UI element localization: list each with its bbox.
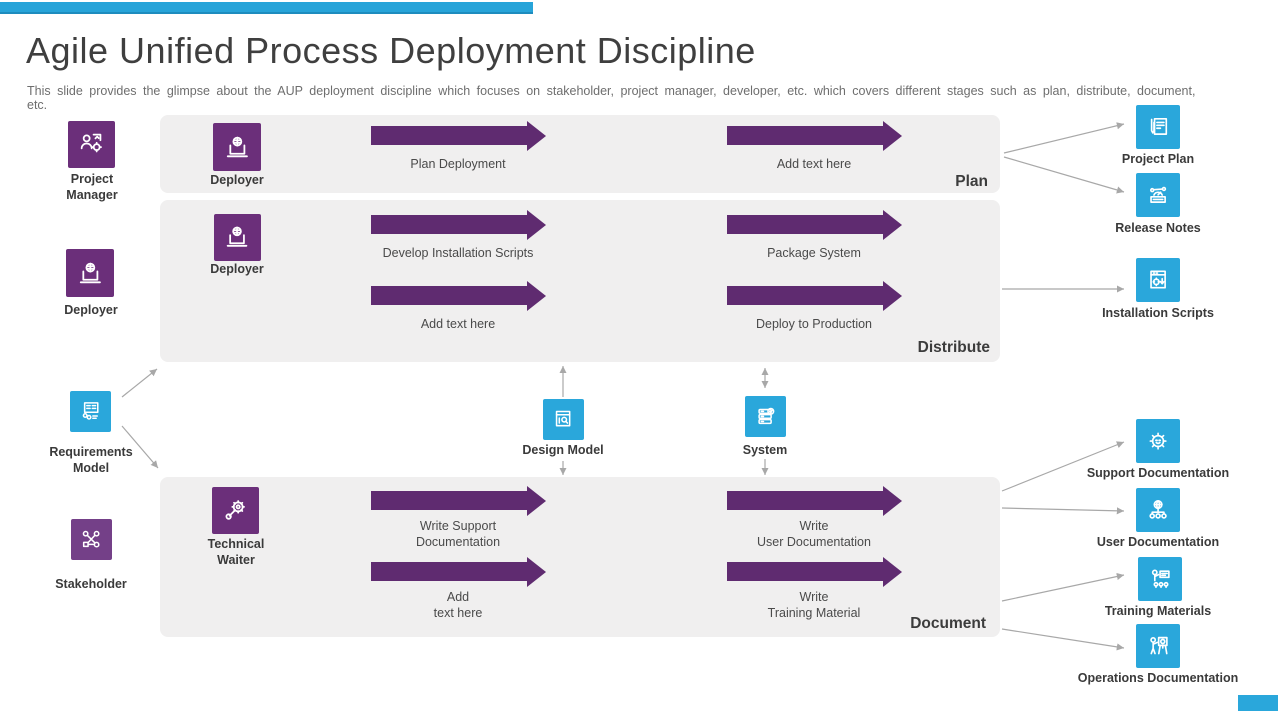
arrow-document-to-user-doc <box>1001 507 1125 515</box>
actor-label-deployer: Deployer <box>64 303 118 317</box>
project-plan-icon <box>1136 105 1180 149</box>
arrow-plan-to-project-plan <box>1003 122 1125 154</box>
page-subtitle: This slide provides the glimpse about th… <box>27 84 1196 112</box>
arrow-document-to-training-materials <box>1001 572 1125 602</box>
lane-actor-label: Deployer <box>210 173 264 187</box>
user-documentation-icon <box>1136 488 1180 532</box>
lane-actor-label: Deployer <box>210 262 264 276</box>
task-label: Plan Deployment <box>410 157 506 171</box>
output-label-training-materials: Training Materials <box>1104 604 1212 618</box>
task-arrow-add-text <box>371 557 546 587</box>
system-icon <box>745 396 786 437</box>
task-label: Add text here <box>420 317 496 331</box>
arrow-reqmodel-to-distribute <box>121 368 158 398</box>
support-documentation-icon <box>1136 419 1180 463</box>
output-label-project-plan: Project Plan <box>1121 152 1195 166</box>
task-label: Write Support Documentation <box>415 519 501 549</box>
release-notes-icon <box>1136 173 1180 217</box>
output-label-user-documentation: User Documentation <box>1096 535 1220 549</box>
task-label: Package System <box>767 246 861 260</box>
technical-waiter-icon <box>212 487 259 534</box>
task-label: Develop Installation Scripts <box>382 246 534 260</box>
operations-documentation-icon <box>1136 624 1180 668</box>
node-label-system: System <box>742 443 788 457</box>
task-label: Deploy to Production <box>755 317 873 331</box>
installation-scripts-icon <box>1136 258 1180 302</box>
design-model-icon <box>543 399 584 440</box>
task-label: Add text here <box>776 157 852 171</box>
output-label-installation-scripts: Installation Scripts <box>1102 306 1214 320</box>
output-label-release-notes: Release Notes <box>1115 221 1201 235</box>
output-label-support-documentation: Support Documentation <box>1086 466 1230 480</box>
stage-label-document: Document <box>910 615 986 632</box>
task-arrow-add-text <box>371 281 546 311</box>
deployer-icon <box>214 214 261 261</box>
node-label-design-model: Design Model <box>522 443 604 457</box>
task-arrow-add-text <box>727 121 902 151</box>
actor-label-requirements-model: Requirements Model <box>49 445 133 475</box>
slide-number-marker <box>1238 695 1278 711</box>
task-arrow-package-system <box>727 210 902 240</box>
task-label: Write Training Material <box>767 590 861 620</box>
task-arrow-deploy-to-production <box>727 281 902 311</box>
task-arrow-write-support-documentation <box>371 486 546 516</box>
actor-label-project-manager: Project Manager <box>66 172 118 202</box>
requirements-model-icon <box>70 391 111 432</box>
training-materials-icon <box>1138 557 1182 601</box>
deployer-icon <box>66 249 114 297</box>
task-arrow-plan-deployment <box>371 121 546 151</box>
task-arrow-write-training-material <box>727 557 902 587</box>
deployer-icon <box>213 123 261 171</box>
task-label: Write User Documentation <box>757 519 871 549</box>
output-label-operations-documentation: Operations Documentation <box>1077 671 1239 685</box>
stage-label-distribute: Distribute <box>917 339 990 356</box>
lane-actor-label: Technical Waiter <box>207 537 265 567</box>
page-title: Agile Unified Process Deployment Discipl… <box>26 30 756 71</box>
actor-label-stakeholder: Stakeholder <box>55 577 127 591</box>
project-manager-icon <box>68 121 115 168</box>
task-label: Add text here <box>433 590 483 620</box>
top-accent-bar <box>0 2 533 14</box>
arrow-document-to-operations-doc <box>1001 628 1125 651</box>
stakeholder-icon <box>71 519 112 560</box>
stage-label-plan: Plan <box>955 173 988 190</box>
task-arrow-write-user-documentation <box>727 486 902 516</box>
task-arrow-develop-installation-scripts <box>371 210 546 240</box>
